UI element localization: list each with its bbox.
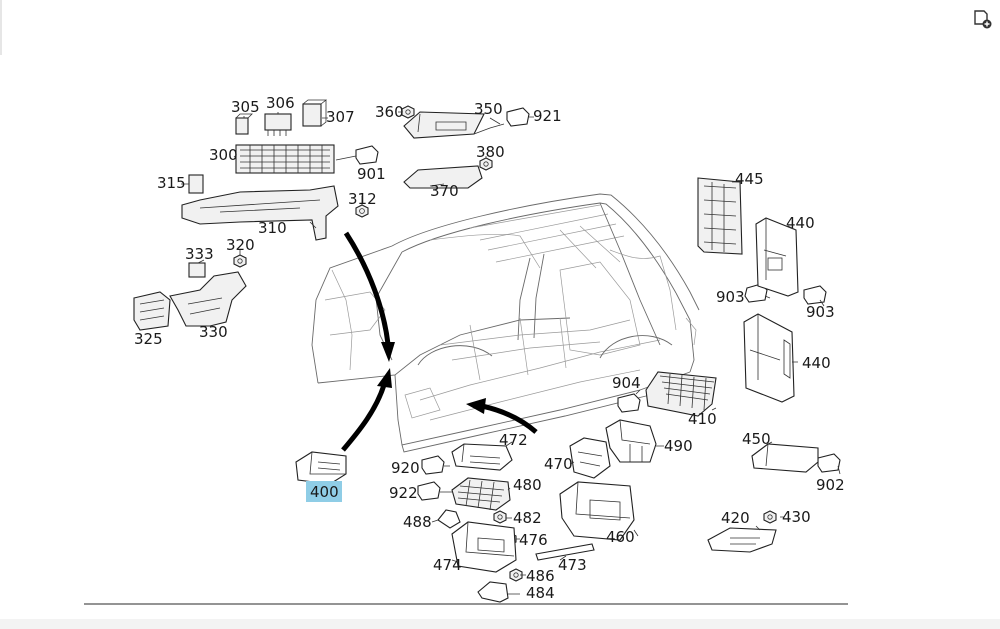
part-330[interactable] bbox=[169, 271, 247, 327]
label-305[interactable]: 305 bbox=[231, 98, 260, 116]
part-410[interactable] bbox=[645, 371, 717, 417]
label-490[interactable]: 490 bbox=[664, 437, 693, 455]
label-420[interactable]: 420 bbox=[721, 509, 750, 527]
label-904[interactable]: 904 bbox=[612, 374, 641, 392]
part-480[interactable] bbox=[451, 477, 511, 511]
part-350[interactable] bbox=[403, 111, 505, 139]
part-labels: 305 306 307 360 350 921 300 901 380 315 … bbox=[134, 94, 845, 602]
leader-lines bbox=[181, 111, 841, 595]
part-450[interactable] bbox=[751, 443, 819, 473]
label-474[interactable]: 474 bbox=[433, 556, 462, 574]
part-306[interactable] bbox=[264, 113, 292, 136]
label-901[interactable]: 901 bbox=[357, 165, 386, 183]
bottom-strip bbox=[0, 619, 1000, 629]
label-350[interactable]: 350 bbox=[474, 100, 503, 118]
part-315[interactable] bbox=[188, 174, 204, 194]
label-470[interactable]: 470 bbox=[544, 455, 573, 473]
connector-921[interactable] bbox=[506, 107, 530, 127]
label-484[interactable]: 484 bbox=[526, 584, 555, 602]
part-440-lower[interactable] bbox=[743, 313, 795, 403]
label-440-lower[interactable]: 440 bbox=[802, 354, 831, 372]
part-445[interactable] bbox=[697, 177, 743, 255]
label-315[interactable]: 315 bbox=[157, 174, 186, 192]
label-482[interactable]: 482 bbox=[513, 509, 542, 527]
label-320[interactable]: 320 bbox=[226, 236, 255, 254]
part-490[interactable] bbox=[605, 419, 657, 463]
left-edge-strip bbox=[0, 0, 2, 55]
part-430[interactable] bbox=[763, 510, 777, 524]
part-440-upper[interactable] bbox=[755, 217, 799, 297]
label-370[interactable]: 370 bbox=[430, 182, 459, 200]
label-480[interactable]: 480 bbox=[513, 476, 542, 494]
label-902[interactable]: 902 bbox=[816, 476, 845, 494]
label-360[interactable]: 360 bbox=[375, 103, 404, 121]
label-445[interactable]: 445 bbox=[735, 170, 764, 188]
part-472[interactable] bbox=[451, 443, 513, 471]
label-921[interactable]: 921 bbox=[533, 107, 562, 125]
add-to-document-button[interactable] bbox=[972, 9, 992, 29]
part-325[interactable] bbox=[133, 291, 171, 331]
part-300[interactable] bbox=[235, 144, 335, 174]
label-460[interactable]: 460 bbox=[606, 528, 635, 546]
part-484[interactable] bbox=[477, 581, 509, 603]
label-380[interactable]: 380 bbox=[476, 143, 505, 161]
label-330[interactable]: 330 bbox=[199, 323, 228, 341]
part-474[interactable] bbox=[451, 521, 517, 573]
selected-part-highlight bbox=[306, 481, 342, 502]
part-488[interactable] bbox=[437, 509, 461, 529]
connector-903b[interactable] bbox=[803, 285, 827, 305]
label-312[interactable]: 312 bbox=[348, 190, 377, 208]
label-410[interactable]: 410 bbox=[688, 410, 717, 428]
label-922[interactable]: 922 bbox=[389, 484, 418, 502]
part-310[interactable] bbox=[181, 185, 339, 241]
label-400[interactable]: 400 bbox=[310, 483, 339, 501]
part-420[interactable] bbox=[707, 527, 777, 553]
label-472[interactable]: 472 bbox=[499, 431, 528, 449]
label-473[interactable]: 473 bbox=[558, 556, 587, 574]
label-486[interactable]: 486 bbox=[526, 567, 555, 585]
label-450[interactable]: 450 bbox=[742, 430, 771, 448]
part-360[interactable] bbox=[401, 105, 415, 119]
label-325[interactable]: 325 bbox=[134, 330, 163, 348]
document-add-icon bbox=[974, 10, 992, 29]
part-470[interactable] bbox=[569, 437, 611, 479]
connector-902[interactable] bbox=[817, 453, 841, 473]
label-488[interactable]: 488 bbox=[403, 513, 432, 531]
label-310[interactable]: 310 bbox=[258, 219, 287, 237]
label-903-left[interactable]: 903 bbox=[716, 288, 745, 306]
connector-901[interactable] bbox=[355, 145, 379, 165]
part-307[interactable] bbox=[302, 99, 328, 127]
connector-920[interactable] bbox=[421, 455, 445, 475]
part-473[interactable] bbox=[535, 543, 595, 561]
part-460[interactable] bbox=[559, 481, 635, 541]
label-300[interactable]: 300 bbox=[209, 146, 238, 164]
part-486[interactable] bbox=[509, 568, 523, 582]
label-306[interactable]: 306 bbox=[266, 94, 295, 112]
label-920[interactable]: 920 bbox=[391, 459, 420, 477]
installation-arrows bbox=[341, 231, 538, 452]
vehicle-body-shell bbox=[311, 193, 700, 453]
label-430[interactable]: 430 bbox=[782, 508, 811, 526]
part-305[interactable] bbox=[235, 113, 253, 135]
connector-922[interactable] bbox=[417, 481, 441, 501]
label-440-upper[interactable]: 440 bbox=[786, 214, 815, 232]
part-482[interactable] bbox=[493, 510, 507, 524]
part-400[interactable] bbox=[295, 451, 347, 485]
label-333[interactable]: 333 bbox=[185, 245, 214, 263]
part-320[interactable] bbox=[233, 254, 247, 268]
label-307[interactable]: 307 bbox=[326, 108, 355, 126]
part-370[interactable] bbox=[403, 165, 483, 189]
part-333[interactable] bbox=[188, 262, 206, 278]
label-903-right[interactable]: 903 bbox=[806, 303, 835, 321]
connector-904[interactable] bbox=[617, 393, 641, 413]
label-476[interactable]: 476 bbox=[519, 531, 548, 549]
